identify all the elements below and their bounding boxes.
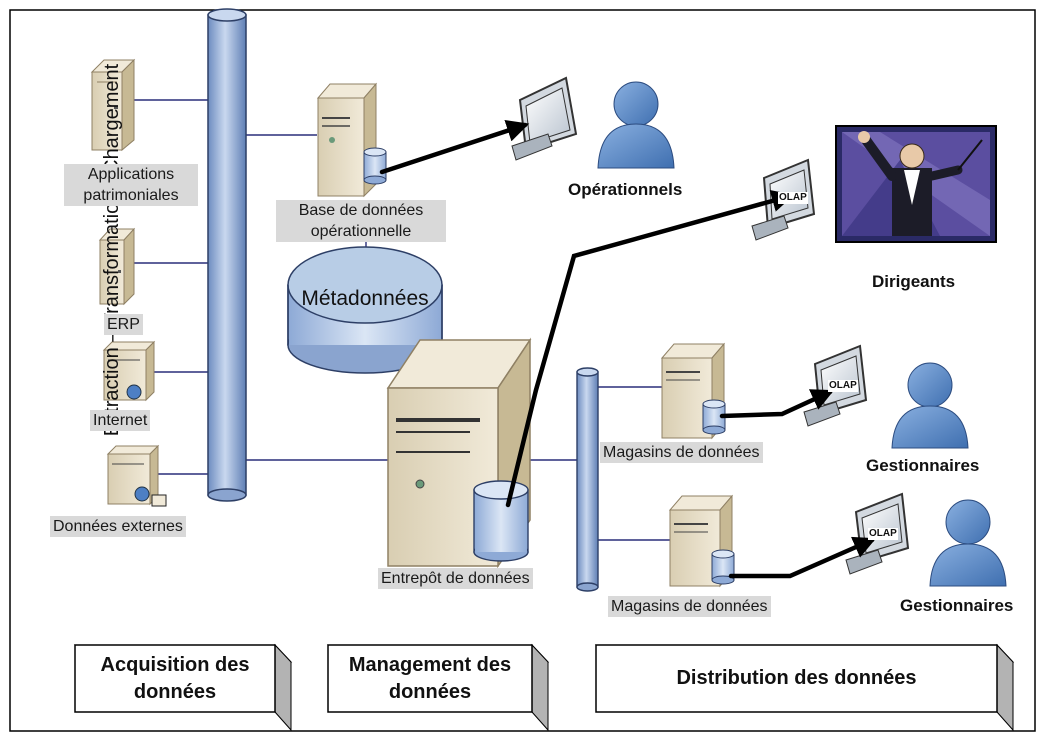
- source-label-erp: ERP: [104, 314, 143, 335]
- source-label-external: Données externes: [50, 516, 186, 537]
- distribution-pipe: [576, 367, 599, 592]
- user-label-gestionnaires-2: Gestionnaires: [900, 596, 1014, 615]
- band-management-box: [326, 643, 550, 732]
- outer-border: [9, 9, 1036, 732]
- user-label-operationnels: Opérationnels: [568, 180, 683, 199]
- source-label-internet: Internet: [90, 410, 151, 431]
- olap-label-gestionnaires-2: OLAP: [868, 528, 898, 540]
- band-distribution-box: [594, 643, 1015, 732]
- person-gestionnaires-2-icon: [929, 499, 1007, 587]
- user-label-dirigeants: Dirigeants: [872, 272, 956, 291]
- warehouse-label: Entrepôt de données: [378, 568, 533, 589]
- dirigeants-picture-icon: [835, 125, 997, 243]
- etl-pipe: [207, 8, 247, 502]
- warehouse-cylinder-icon: [473, 480, 529, 562]
- band-management-label: Management des données: [348, 653, 512, 703]
- user-label-gestionnaires-1: Gestionnaires: [866, 456, 980, 475]
- server-erp-icon: [98, 227, 136, 306]
- flow-datamart-1-to-olap: [719, 389, 835, 419]
- server-internet-icon: [102, 340, 156, 402]
- metadata-cylinder-icon: [287, 246, 443, 374]
- server-external-icon: [106, 444, 167, 507]
- opdb-cylinder-icon: [363, 147, 387, 185]
- server-datamart-2-icon: [668, 494, 735, 588]
- metadata-label: Métadonnées: [301, 287, 429, 310]
- olap-label-dirigeants: OLAP: [778, 192, 808, 204]
- flow-warehouse-to-dirigeants: [505, 189, 795, 508]
- flow-datamart-2-to-olap: [728, 536, 877, 579]
- band-acquisition-box: [73, 643, 293, 732]
- person-gestionnaires-1-icon: [891, 362, 969, 449]
- olap-label-gestionnaires-1: OLAP: [828, 380, 858, 392]
- band-distribution-label: Distribution des données: [676, 667, 917, 689]
- bands-group: [73, 643, 1015, 732]
- source-label-applications: Applications patrimoniales: [64, 164, 198, 206]
- server-applications-icon: [90, 58, 136, 152]
- datamart-label-1: Magasins de données: [600, 442, 763, 463]
- server-warehouse-icon: [386, 337, 532, 569]
- person-operationnels-icon: [597, 81, 675, 169]
- opdb-label: Base de données opérationnelle: [276, 200, 446, 242]
- datamart-label-2: Magasins de données: [608, 596, 771, 617]
- server-opdb-icon: [316, 82, 387, 198]
- band-acquisition-label: Acquisition des données: [100, 653, 250, 703]
- flow-opdb-to-operationnels: [379, 119, 530, 175]
- server-datamart-1-icon: [660, 342, 726, 440]
- monitor-operationnels-icon: [511, 76, 578, 161]
- flow-arrows: [379, 119, 877, 579]
